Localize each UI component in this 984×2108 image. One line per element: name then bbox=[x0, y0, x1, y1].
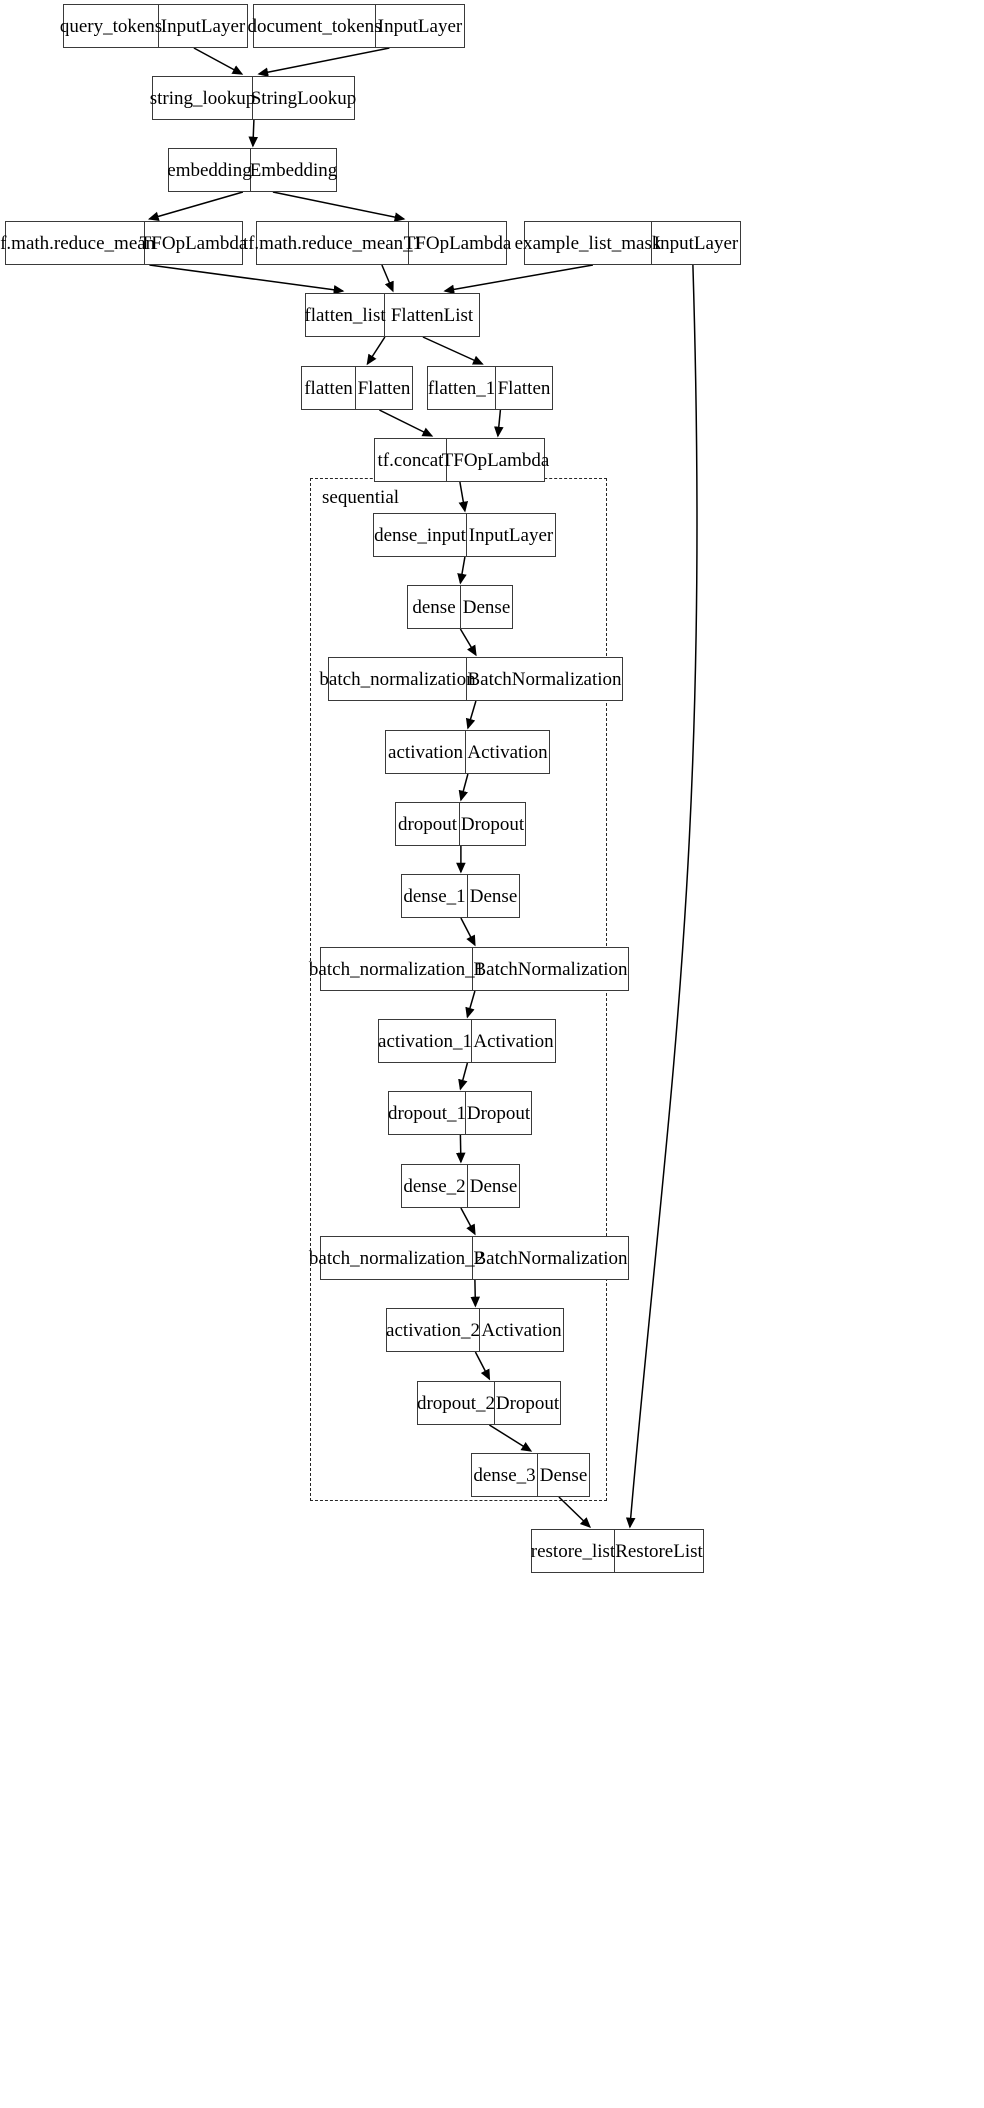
node-type-dropout_2: Dropout bbox=[495, 1392, 560, 1414]
node-type-tf_math_reduce_mean: TFOpLambda bbox=[139, 232, 248, 254]
edge-document_tokens-to-string_lookup bbox=[257, 47, 390, 77]
node-type-dropout: Dropout bbox=[460, 813, 525, 835]
node-type-string_lookup: StringLookup bbox=[250, 87, 357, 109]
node-type-flatten: Flatten bbox=[357, 377, 411, 399]
node-name-dense_3: dense_3 bbox=[472, 1454, 538, 1496]
node-type-activation_1: Activation bbox=[473, 1030, 554, 1052]
node-type-batch_normalization_1: BatchNormalization bbox=[473, 958, 628, 980]
node-name-string_lookup: string_lookup bbox=[150, 77, 255, 119]
node-name-embedding: embedding bbox=[167, 149, 252, 191]
node-name-query_tokens: query_tokens bbox=[60, 5, 162, 47]
edge-string_lookup-to-embedding bbox=[248, 119, 259, 148]
edge-tf_math_reduce_mean-to-flatten_list bbox=[149, 264, 345, 295]
node-type-batch_normalization_2: BatchNormalization bbox=[473, 1247, 628, 1269]
node-name-activation_1: activation_1 bbox=[378, 1020, 472, 1062]
node-name-batch_normalization: batch_normalization bbox=[319, 658, 476, 700]
node-name-dense: dense bbox=[408, 586, 461, 628]
node-type-tf_concat: TFOpLambda bbox=[441, 449, 550, 471]
edge-tf_math_reduce_mean_1-to-flatten_list bbox=[381, 264, 394, 293]
edge-flatten_list-to-flatten_1 bbox=[422, 336, 484, 365]
node-type-dense: Dense bbox=[462, 596, 511, 618]
cluster-label-sequential: sequential bbox=[322, 487, 400, 508]
node-name-tf_concat: tf.concat bbox=[375, 439, 447, 481]
node-name-flatten: flatten bbox=[302, 367, 356, 409]
node-name-dense_1: dense_1 bbox=[402, 875, 468, 917]
edge-embedding-to-tf_math_reduce_mean_1 bbox=[272, 191, 406, 222]
node-type-document_tokens: InputLayer bbox=[377, 15, 463, 37]
node-type-dense_3: Dense bbox=[539, 1464, 588, 1486]
node-type-dense_2: Dense bbox=[469, 1175, 518, 1197]
node-type-activation_2: Activation bbox=[481, 1319, 562, 1341]
node-name-batch_normalization_2: batch_normalization_2 bbox=[309, 1237, 484, 1279]
node-name-document_tokens: document_tokens bbox=[247, 5, 382, 47]
edge-flatten_list-to-flatten bbox=[366, 336, 386, 366]
node-name-dropout_2: dropout_2 bbox=[417, 1382, 495, 1424]
node-name-flatten_1: flatten_1 bbox=[428, 367, 496, 409]
node-type-dropout_1: Dropout bbox=[466, 1102, 531, 1124]
node-type-tf_math_reduce_mean_1: TFOpLambda bbox=[403, 232, 512, 254]
node-type-dense_input: InputLayer bbox=[468, 524, 554, 546]
node-name-tf_math_reduce_mean: tf.math.reduce_mean bbox=[0, 222, 155, 264]
node-name-tf_math_reduce_mean_1: tf.math.reduce_mean_1 bbox=[243, 222, 422, 264]
edge-query_tokens-to-string_lookup bbox=[193, 47, 244, 75]
node-name-dense_input: dense_input bbox=[374, 514, 467, 556]
node-name-example_list_mask: example_list_mask bbox=[515, 222, 661, 264]
node-type-flatten_1: Flatten bbox=[497, 377, 551, 399]
node-name-activation_2: activation_2 bbox=[386, 1309, 480, 1351]
edge-dense_3-to-restore_list bbox=[558, 1496, 591, 1529]
edge-flatten_1-to-tf_concat bbox=[494, 409, 504, 438]
edge-embedding-to-tf_math_reduce_mean bbox=[147, 191, 244, 222]
edge-example_list_mask-to-flatten_list bbox=[443, 264, 594, 295]
edge-flatten-to-tf_concat bbox=[379, 409, 434, 437]
node-name-dense_2: dense_2 bbox=[402, 1165, 468, 1207]
node-name-restore_list: restore_list bbox=[531, 1530, 615, 1572]
node-name-dropout: dropout bbox=[396, 803, 460, 845]
node-type-activation: Activation bbox=[467, 741, 548, 763]
node-name-activation: activation bbox=[386, 731, 466, 773]
node-name-dropout_1: dropout_1 bbox=[388, 1092, 466, 1134]
node-type-embedding: Embedding bbox=[249, 159, 338, 181]
node-name-flatten_list: flatten_list bbox=[304, 294, 386, 336]
node-type-flatten_list: FlattenList bbox=[390, 304, 474, 326]
node-type-example_list_mask: InputLayer bbox=[653, 232, 739, 254]
node-type-query_tokens: InputLayer bbox=[160, 15, 246, 37]
node-type-batch_normalization: BatchNormalization bbox=[467, 668, 622, 690]
node-type-dense_1: Dense bbox=[469, 885, 518, 907]
node-name-batch_normalization_1: batch_normalization_1 bbox=[309, 948, 484, 990]
node-type-restore_list: RestoreList bbox=[615, 1540, 703, 1562]
edge-example_list_mask-to-restore_list bbox=[625, 264, 698, 1529]
